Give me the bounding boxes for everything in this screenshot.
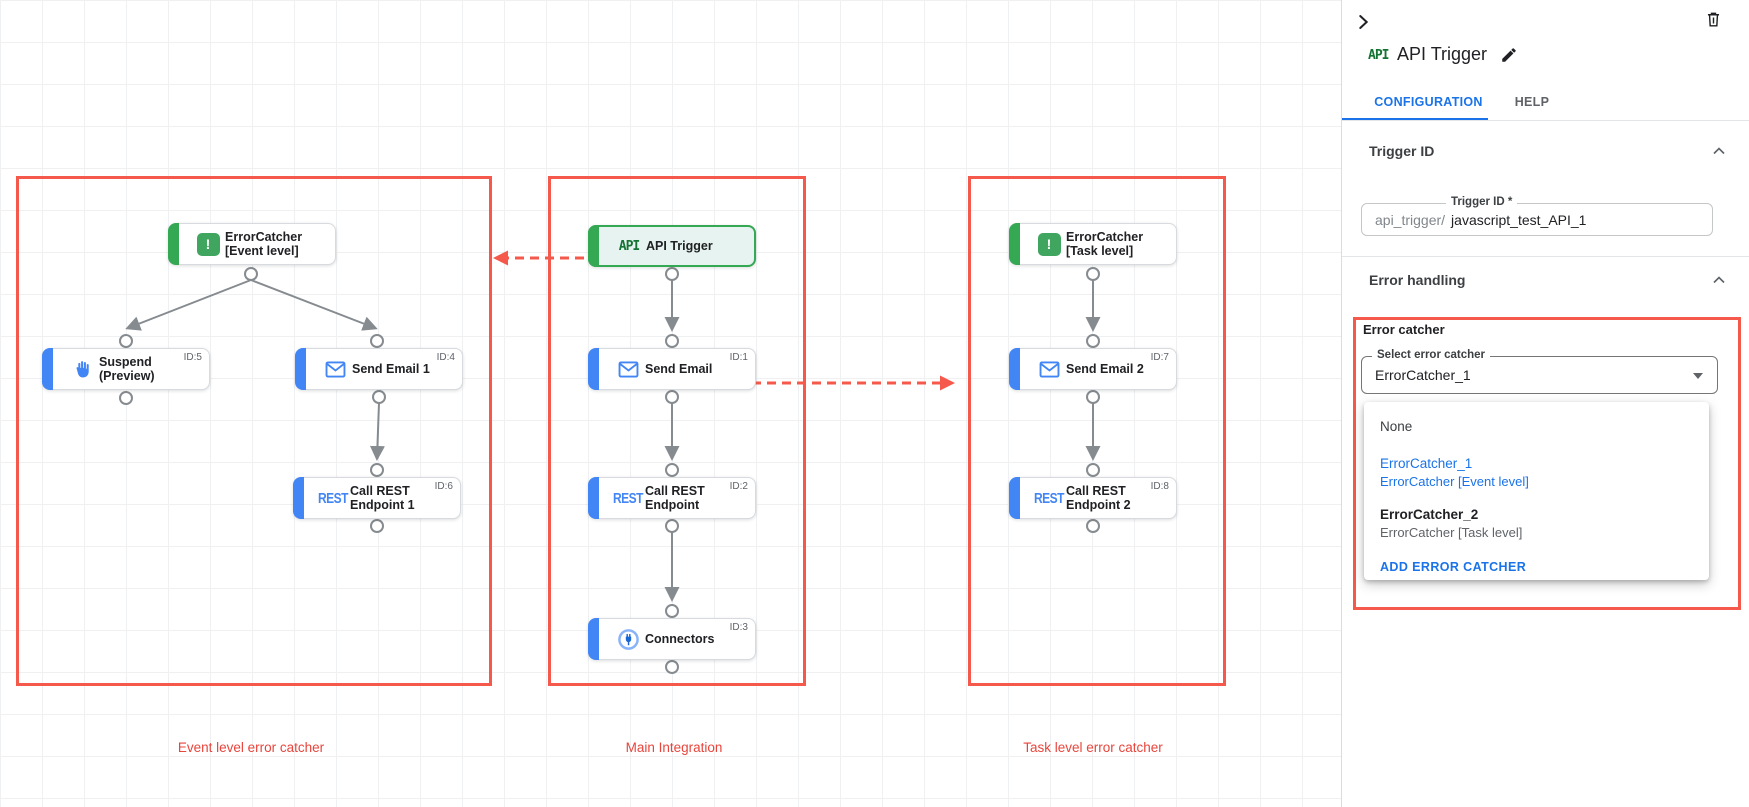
pencil-icon — [1502, 48, 1516, 62]
node-id-badge: ID:5 — [183, 352, 202, 363]
task-level-group-label: Task level error catcher — [1023, 740, 1163, 755]
node-accent-bar — [168, 223, 179, 265]
dropdown-option-errorcatcher-2[interactable]: ErrorCatcher_2 ErrorCatcher [Task level] — [1380, 507, 1523, 540]
node-accent-bar — [293, 477, 304, 519]
error-catcher-group-label: Error catcher — [1363, 322, 1445, 337]
trigger-id-field-label: Trigger ID * — [1446, 196, 1518, 208]
node-accent-bar — [588, 477, 599, 519]
node-connectors[interactable]: Connectors ID:3 — [588, 618, 756, 660]
node-accent-bar — [42, 348, 53, 390]
node-api-trigger[interactable]: API API Trigger — [588, 225, 756, 267]
section-divider — [1342, 256, 1749, 257]
node-send-email[interactable]: Send Email ID:1 — [588, 348, 756, 390]
error-catcher-select[interactable]: Select error catcher ErrorCatcher_1 — [1361, 349, 1718, 394]
node-accent-bar — [588, 348, 599, 390]
error-catcher-highlight-box — [1353, 317, 1741, 610]
event-level-group-label: Event level error catcher — [177, 740, 325, 755]
rest-icon: REST — [612, 489, 644, 507]
node-id-badge: ID:6 — [434, 481, 453, 492]
node-id-badge: ID:2 — [729, 481, 748, 492]
error-catcher-icon: ! — [191, 232, 225, 256]
api-trigger-logo-icon: API — [1368, 48, 1390, 63]
task-level-group-box — [968, 176, 1226, 686]
error-catcher-select-value: ErrorCatcher_1 — [1375, 367, 1471, 383]
panel-title: API Trigger — [1397, 44, 1488, 64]
integration-canvas[interactable]: ! ErrorCatcher [Event level] Suspend (Pr… — [0, 0, 1341, 807]
chevron-up-icon — [1713, 276, 1725, 284]
suspend-hand-icon — [65, 359, 99, 380]
trigger-id-value: javascript_test_API_1 — [1451, 211, 1587, 228]
rest-icon: REST — [1033, 489, 1065, 507]
node-send-email-2[interactable]: Send Email 2 ID:7 — [1009, 348, 1177, 390]
add-error-catcher-button[interactable]: ADD ERROR CATCHER — [1380, 560, 1527, 574]
node-id-badge: ID:1 — [729, 352, 748, 363]
trash-icon — [1707, 12, 1720, 27]
connectors-icon — [611, 628, 645, 651]
node-label: ErrorCatcher [Event level] — [225, 229, 303, 258]
node-label: Send Email 1 — [352, 361, 430, 376]
node-accent-bar — [588, 225, 599, 267]
node-label: API Trigger — [646, 238, 713, 253]
dropdown-caret-icon — [1693, 373, 1703, 379]
node-errorcatcher-task-level[interactable]: ! ErrorCatcher [Task level] — [1009, 223, 1177, 265]
email-icon — [611, 360, 645, 378]
email-icon — [318, 360, 352, 378]
node-call-rest-endpoint-1[interactable]: REST Call REST Endpoint 1 ID:6 — [293, 477, 461, 519]
node-call-rest-endpoint-2[interactable]: REST Call REST Endpoint 2 ID:8 — [1009, 477, 1177, 519]
node-suspend-preview[interactable]: Suspend (Preview) ID:5 — [42, 348, 210, 390]
active-tab-underline — [1342, 118, 1488, 121]
chevron-right-icon — [1359, 15, 1369, 29]
error-handling-collapse-button[interactable] — [1709, 270, 1729, 293]
chevron-up-icon — [1713, 147, 1725, 155]
node-label: Call REST Endpoint 2 — [1066, 483, 1131, 512]
trigger-id-collapse-button[interactable] — [1709, 141, 1729, 164]
tab-configuration[interactable]: CONFIGURATION — [1374, 95, 1483, 109]
email-icon — [1032, 360, 1066, 378]
node-accent-bar — [295, 348, 306, 390]
error-catcher-dropdown: None ErrorCatcher_1 ErrorCatcher [Event … — [1364, 402, 1709, 580]
node-label: Call REST Endpoint 1 — [350, 483, 415, 512]
node-accent-bar — [1009, 223, 1020, 265]
error-catcher-select-label: Select error catcher — [1372, 349, 1491, 361]
node-id-badge: ID:3 — [729, 622, 748, 633]
node-errorcatcher-event-level[interactable]: ! ErrorCatcher [Event level] — [168, 223, 336, 265]
dropdown-option-none[interactable]: None — [1380, 419, 1413, 434]
trigger-id-field[interactable]: Trigger ID * api_trigger/ javascript_tes… — [1361, 196, 1713, 236]
config-panel: API API Trigger CONFIGURATION HELP Trigg… — [1341, 0, 1749, 807]
error-handling-section-header: Error handling — [1369, 272, 1466, 288]
node-label: Call REST Endpoint — [645, 483, 705, 512]
node-label: Suspend (Preview) — [99, 354, 155, 383]
tab-help[interactable]: HELP — [1514, 95, 1550, 109]
collapse-panel-button[interactable] — [1352, 11, 1374, 36]
node-label: Connectors — [645, 631, 715, 646]
node-label: ErrorCatcher [Task level] — [1066, 229, 1144, 258]
main-integration-group-label: Main Integration — [625, 740, 723, 755]
rest-icon: REST — [317, 489, 349, 507]
main-integration-group-box — [548, 176, 806, 686]
node-accent-bar — [588, 618, 599, 660]
node-accent-bar — [1009, 477, 1020, 519]
delete-trigger-button[interactable] — [1704, 10, 1723, 32]
error-catcher-icon: ! — [1032, 232, 1066, 256]
trigger-id-section-header: Trigger ID — [1369, 143, 1435, 159]
node-accent-bar — [1009, 348, 1020, 390]
node-send-email-1[interactable]: Send Email 1 ID:4 — [295, 348, 463, 390]
node-label: Send Email 2 — [1066, 361, 1144, 376]
trigger-id-prefix: api_trigger/ — [1375, 211, 1446, 228]
event-level-group-box — [16, 176, 492, 686]
node-id-badge: ID:7 — [1150, 352, 1169, 363]
edit-title-button[interactable] — [1500, 46, 1518, 67]
tabs-divider — [1342, 120, 1749, 121]
node-id-badge: ID:4 — [436, 352, 455, 363]
dropdown-option-errorcatcher-1[interactable]: ErrorCatcher_1 ErrorCatcher [Event level… — [1380, 456, 1529, 489]
node-label: Send Email — [645, 361, 713, 376]
node-call-rest-endpoint[interactable]: REST Call REST Endpoint ID:2 — [588, 477, 756, 519]
node-id-badge: ID:8 — [1150, 481, 1169, 492]
api-trigger-icon: API — [618, 238, 641, 254]
